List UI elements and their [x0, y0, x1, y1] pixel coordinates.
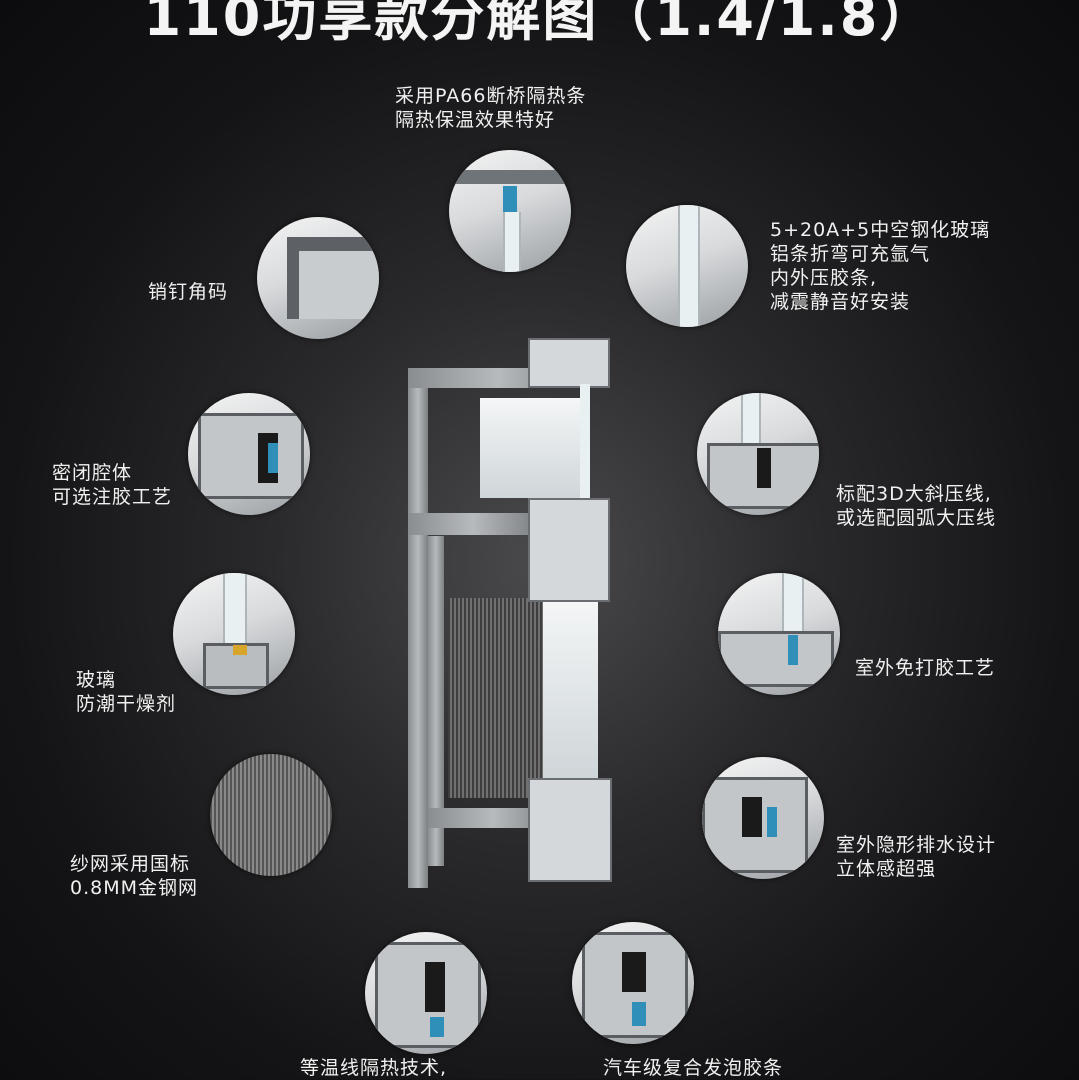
label-drain: 室外隐形排水设计立体感超强 [836, 834, 997, 880]
detail-circle-glass [626, 205, 748, 327]
label-noglue: 室外免打胶工艺 [855, 657, 996, 679]
label-cavity: 密闭腔体可选注胶工艺 [52, 462, 173, 508]
detail-circle-cavity [188, 393, 310, 515]
window-cutaway-illustration [408, 338, 613, 898]
detail-circle-mesh [210, 754, 332, 876]
detail-circle-isotherm [365, 932, 487, 1054]
label-isotherm: 等温线隔热技术, [300, 1057, 448, 1079]
detail-circle-foam [572, 922, 694, 1044]
detail-circle-drain [702, 757, 824, 879]
detail-circle-bead [697, 393, 819, 515]
label-glass: 5+20A+5中空钢化玻璃铝条折弯可充氩气内外压胶条,减震静音好安装 [770, 219, 991, 313]
label-bead: 标配3D大斜压线,或选配圆弧大压线 [836, 483, 997, 529]
detail-circle-noglue [718, 573, 840, 695]
label-foam: 汽车级复合发泡胶条 [603, 1057, 784, 1079]
label-pa66: 采用PA66断桥隔热条隔热保温效果特好 [395, 85, 587, 131]
page-title: 110功享款分解图（1.4/1.8） [143, 0, 936, 48]
label-desiccant: 玻璃防潮干燥剂 [76, 669, 177, 715]
label-corner: 销钉角码 [148, 281, 229, 303]
detail-circle-corner [257, 217, 379, 339]
detail-circle-desiccant [173, 573, 295, 695]
detail-circle-pa66 [449, 150, 571, 272]
